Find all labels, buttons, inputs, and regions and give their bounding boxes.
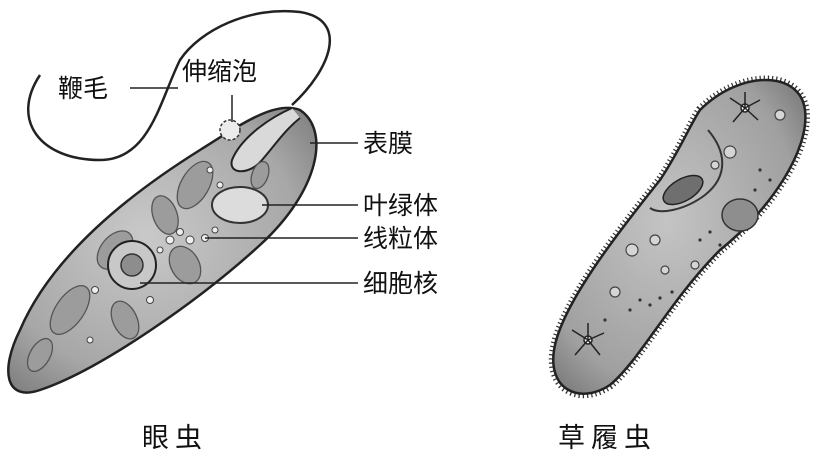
caption-paramecium: 草履虫 bbox=[558, 423, 657, 454]
paramecium-body bbox=[553, 80, 805, 394]
label-contractile-vacuole: 伸缩泡 bbox=[182, 57, 257, 86]
nucleus bbox=[108, 241, 156, 289]
macronucleus bbox=[722, 199, 758, 231]
label-nucleus: 细胞核 bbox=[363, 269, 438, 298]
label-mitochondria: 线粒体 bbox=[363, 224, 438, 253]
label-chloroplast: 叶绿体 bbox=[363, 191, 438, 220]
contractile-vacuole bbox=[220, 120, 240, 140]
label-flagellum: 鞭毛 bbox=[58, 74, 108, 103]
euglena-illustration: 鞭毛 伸缩泡 表膜 叶绿体 线粒体 细胞核 眼虫 bbox=[8, 11, 438, 454]
label-pellicle: 表膜 bbox=[363, 129, 413, 158]
caption-euglena: 眼虫 bbox=[142, 423, 208, 454]
paramecium-illustration: 草履虫 bbox=[553, 80, 805, 454]
